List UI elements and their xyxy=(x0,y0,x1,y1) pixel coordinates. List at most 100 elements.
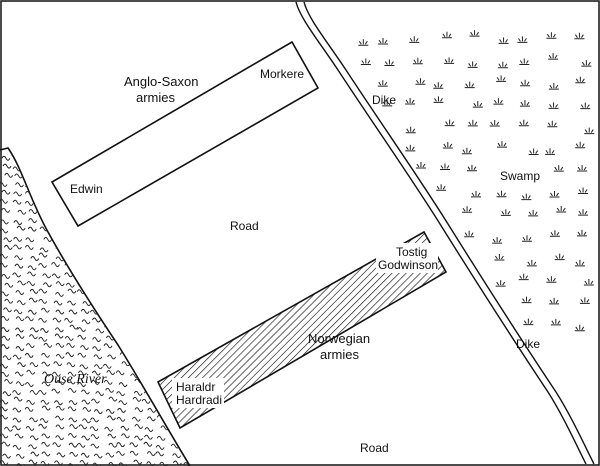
river-wave-mark xyxy=(65,282,75,288)
river-wave-mark xyxy=(1,189,11,195)
river-wave-mark xyxy=(42,217,52,223)
river-wave-mark xyxy=(105,452,115,458)
swamp-tuft-mark xyxy=(584,127,595,135)
river-wave-mark xyxy=(185,327,190,333)
river-wave-mark xyxy=(91,229,101,235)
river-wave-mark xyxy=(54,227,64,233)
river-wave-mark xyxy=(79,364,89,370)
river-wave-mark xyxy=(117,216,127,222)
river-wave-mark xyxy=(68,417,78,423)
river-wave-mark xyxy=(129,228,139,234)
river-wave-mark xyxy=(12,390,21,395)
swamp-tuft-mark xyxy=(518,119,529,127)
river-wave-mark xyxy=(143,290,152,296)
swamp-tuft-mark xyxy=(462,206,473,213)
river-wave-mark xyxy=(155,290,164,296)
swamp-tuft-mark xyxy=(439,163,450,170)
river-wave-mark xyxy=(14,371,24,377)
river-wave-mark xyxy=(186,426,190,432)
river-wave-mark xyxy=(12,417,22,423)
river-wave-mark xyxy=(107,433,117,439)
river-wave-mark xyxy=(80,256,89,262)
river-wave-mark xyxy=(90,398,100,404)
river-wave-mark xyxy=(184,243,190,249)
river-wave-mark xyxy=(159,325,169,330)
swamp-tuft-mark xyxy=(548,53,559,60)
river-wave-mark xyxy=(27,271,36,277)
river-wave-mark xyxy=(146,416,156,422)
river-wave-mark xyxy=(17,280,26,286)
river-wave-mark xyxy=(54,333,64,339)
haraldr-label-backing xyxy=(172,378,224,408)
haraldr-hardradi-label: Haraldr Hardradi xyxy=(176,380,222,407)
river-wave-mark xyxy=(56,452,66,458)
river-wave-mark xyxy=(131,416,141,422)
river-wave-mark xyxy=(4,172,14,178)
river-wave-mark xyxy=(130,373,140,379)
river-wave-mark xyxy=(41,361,51,367)
river-wave-mark xyxy=(24,352,34,358)
swamp-tuft-mark xyxy=(494,253,505,261)
river-wave-mark xyxy=(17,209,27,215)
river-wave-mark xyxy=(169,226,179,232)
swamp-tuft-mark xyxy=(547,120,558,128)
river-wave-mark xyxy=(81,229,91,235)
swamp-tuft-mark xyxy=(521,296,532,304)
river-wave-mark xyxy=(121,433,130,439)
swamp-tuft-mark xyxy=(464,81,475,89)
river-wave-mark xyxy=(30,451,40,457)
river-wave-mark xyxy=(26,369,36,375)
swamp-tuft-mark xyxy=(576,229,587,237)
river-wave-mark xyxy=(13,396,23,402)
river-wave-mark xyxy=(81,389,90,395)
river-wave-mark xyxy=(52,235,62,241)
river-wave-mark xyxy=(168,327,178,333)
river-wave-mark xyxy=(41,381,51,387)
river-wave-mark xyxy=(107,354,117,360)
river-wave-mark xyxy=(54,327,64,333)
river-wave-mark xyxy=(181,193,190,198)
swamp-tuft-mark xyxy=(498,37,509,44)
river-wave-mark xyxy=(1,274,11,279)
swamp-tuft-mark xyxy=(444,57,455,64)
river-wave-mark xyxy=(14,255,23,261)
river-wave-mark xyxy=(0,219,9,225)
river-wave-mark xyxy=(81,399,91,405)
swamp-tuft-mark xyxy=(496,75,507,82)
river-wave-mark xyxy=(12,444,22,450)
river-wave-mark xyxy=(181,253,190,259)
river-wave-mark xyxy=(133,459,143,465)
swamp-tuft-mark xyxy=(433,96,444,103)
river-wave-mark xyxy=(26,281,36,286)
river-wave-mark xyxy=(51,388,61,394)
river-wave-mark xyxy=(172,262,182,268)
river-wave-mark xyxy=(0,315,10,321)
river-wave-mark xyxy=(27,226,37,232)
river-wave-mark xyxy=(0,291,9,297)
river-wave-mark xyxy=(90,417,99,423)
swamp-label: Swamp xyxy=(500,169,540,183)
river-wave-mark xyxy=(1,207,11,213)
river-wave-mark xyxy=(41,405,51,411)
river-wave-mark xyxy=(169,298,179,304)
river-wave-mark xyxy=(93,281,102,287)
river-wave-mark xyxy=(82,407,92,412)
road-label-center: Road xyxy=(230,219,259,233)
river-wave-mark xyxy=(66,243,76,249)
river-wave-mark xyxy=(116,451,125,456)
river-wave-mark xyxy=(167,290,177,296)
river-wave-mark xyxy=(15,346,25,351)
river-wave-mark xyxy=(169,346,179,352)
river-wave-mark xyxy=(0,344,10,350)
river-wave-mark xyxy=(0,406,8,412)
river-wave-mark xyxy=(68,309,78,315)
river-wave-mark xyxy=(16,225,26,231)
river-wave-mark xyxy=(106,252,116,258)
river-wave-mark xyxy=(52,371,61,377)
river-wave-mark xyxy=(52,442,62,448)
river-wave-mark xyxy=(41,352,50,358)
river-wave-mark xyxy=(93,409,103,415)
river-wave-mark xyxy=(76,289,86,295)
